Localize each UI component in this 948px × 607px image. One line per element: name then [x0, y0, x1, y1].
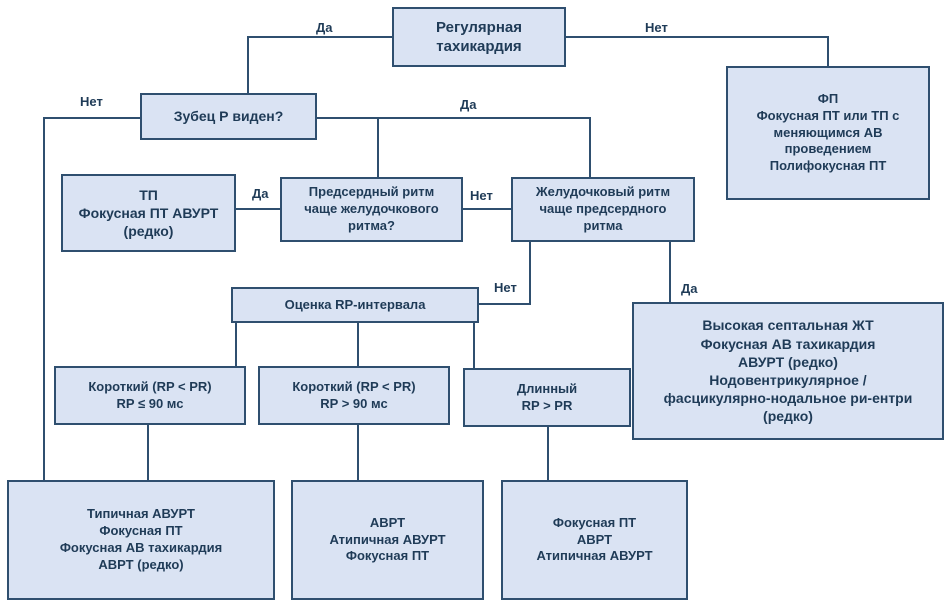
edge-pwave-to-out1	[43, 117, 140, 480]
label-yes-ventricular: Да	[681, 281, 698, 296]
node-line: АВРТ	[576, 531, 613, 547]
label-no-atrial: Нет	[470, 188, 493, 203]
label-yes-regular: Да	[316, 20, 333, 35]
node-line: (редко)	[763, 408, 813, 425]
node-line: Зубец Р виден?	[173, 108, 284, 125]
node-line: RP ≤ 90 мс	[116, 395, 184, 411]
node-line: ТП	[139, 186, 158, 203]
label-no-pwave: Нет	[80, 94, 103, 109]
node-line: проведением	[784, 141, 872, 157]
node-line: Фокусная ПТ	[99, 523, 183, 539]
node-line: Полифокусная ПТ	[769, 158, 887, 174]
node-tp: ТП Фокусная ПТ АВУРТ (редко)	[61, 174, 236, 252]
node-line: Регулярная	[436, 18, 522, 36]
node-line: RP > PR	[521, 397, 573, 413]
node-regular-tachycardia: Регулярная тахикардия	[392, 7, 566, 67]
label-no-regular: Нет	[645, 20, 668, 35]
edge-pwave-yes	[317, 117, 591, 177]
node-high-septal: Высокая септальная ЖТ Фокусная АВ тахика…	[632, 302, 944, 440]
node-short-rp-gt90: Короткий (RP < PR) RP > 90 мс	[258, 366, 450, 425]
edge-regular-to-pwave	[247, 36, 392, 93]
label-no-ventricular: Нет	[494, 280, 517, 295]
label-yes-atrial: Да	[252, 186, 269, 201]
node-short-rp-le90: Короткий (RP < PR) RP ≤ 90 мс	[54, 366, 246, 425]
node-outcome-1: Типичная АВУРТ Фокусная ПТ Фокусная АВ т…	[7, 480, 275, 600]
node-line: Атипичная АВУРТ	[329, 531, 446, 547]
node-line: Короткий (RP < PR)	[292, 378, 416, 394]
node-line: меняющимся АВ	[773, 124, 883, 140]
node-atrial-faster: Предсердный ритм чаще желудочкового ритм…	[280, 177, 463, 242]
node-line: Короткий (RP < PR)	[88, 378, 212, 394]
node-line: фасцикулярно-нодальное ри-ентри	[663, 390, 913, 407]
node-rp-evaluation: Оценка RP-интервала	[231, 287, 479, 323]
node-line: Нодовентрикулярное /	[709, 372, 867, 388]
node-line: чаще предсердного	[539, 201, 667, 217]
node-ventricular-faster: Желудочковый ритм чаще предсердного ритм…	[511, 177, 695, 242]
node-af: ФП Фокусная ПТ или ТП с меняющимся АВ пр…	[726, 66, 930, 200]
node-line: Длинный	[516, 380, 578, 396]
node-line: Фокусная ПТ АВУРТ	[78, 204, 219, 221]
node-line: ритма	[583, 217, 623, 233]
node-outcome-3: Фокусная ПТ АВРТ Атипичная АВУРТ	[501, 480, 688, 600]
node-line: Предсердный ритм	[308, 184, 435, 200]
node-line: ритма?	[348, 217, 395, 233]
node-line: Высокая септальная ЖТ	[702, 317, 874, 334]
label-yes-pwave: Да	[460, 97, 477, 112]
node-line: АВРТ	[369, 514, 406, 530]
node-line: АВРТ (редко)	[98, 556, 184, 572]
node-line: Фокусная АВ тахикардия	[700, 335, 876, 352]
node-line: Фокусная ПТ или ТП с	[756, 107, 900, 123]
node-line: Фокусная АВ тахикардия	[59, 540, 223, 555]
node-line: АВУРТ (редко)	[738, 353, 838, 370]
node-line: чаще желудочкового	[304, 201, 439, 217]
edge-ventricular-to-rp	[479, 242, 531, 305]
node-outcome-2: АВРТ Атипичная АВУРТ Фокусная ПТ	[291, 480, 484, 600]
node-line: Фокусная ПТ	[345, 548, 430, 564]
edge-regular-to-af	[566, 36, 829, 66]
node-line: Оценка RP-интервала	[284, 296, 426, 312]
node-line: (редко)	[123, 223, 174, 240]
node-line: ФП	[817, 90, 839, 106]
node-line: тахикардия	[436, 38, 522, 55]
node-line: Желудочковый ритм	[535, 184, 671, 200]
node-p-wave-question: Зубец Р виден?	[140, 93, 317, 140]
node-line: Фокусная ПТ	[552, 514, 637, 530]
node-line: Атипичная АВУРТ	[536, 548, 653, 564]
node-line: RP > 90 мс	[320, 395, 388, 411]
node-line: Типичная АВУРТ	[87, 506, 195, 522]
node-long-rp: Длинный RP > PR	[463, 368, 631, 427]
